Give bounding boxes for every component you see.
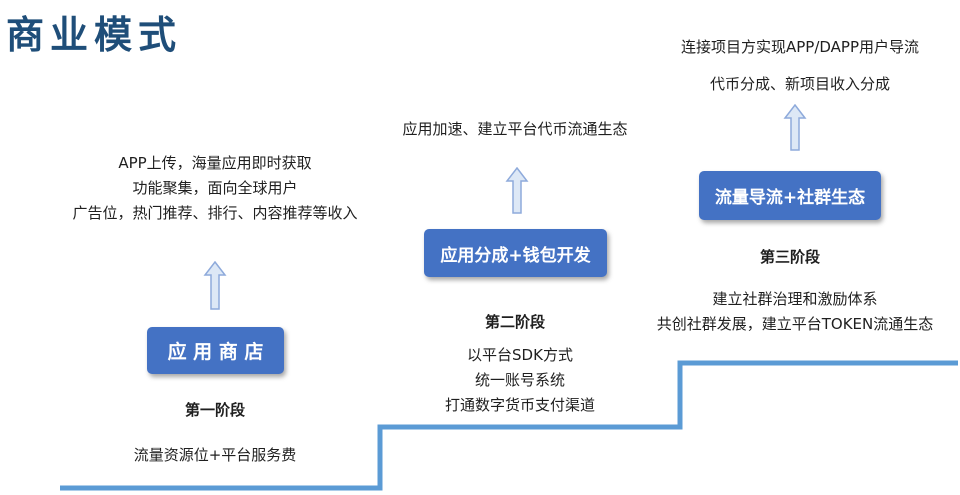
stage3-bottom-line: 共创社群发展，建立平台TOKEN流通生态 [656, 315, 934, 333]
stage3-top-line: 代币分成、新项目收入分成 [709, 75, 890, 93]
stage2-label: 第二阶段 [484, 313, 545, 331]
stage1-top-line: 广告位，热门推荐、排行、内容推荐等收入 [72, 204, 358, 222]
stage3-top-text: 连接项目方实现APP/DAPP用户导流 代币分成、新项目收入分成 [650, 35, 950, 97]
stage1-box: 应 用 商 店 [147, 327, 284, 374]
stage2-up-arrow-icon [505, 167, 529, 214]
stage3-bottom-text: 建立社群治理和激励体系 共创社群发展，建立平台TOKEN流通生态 [640, 287, 950, 337]
stage3-bottom-line: 建立社群治理和激励体系 [712, 290, 878, 308]
stage2-top-line: 应用加速、建立平台代币流通生态 [402, 120, 628, 138]
stage3-box: 流量导流+社群生态 [699, 171, 881, 220]
stage2-bottom-line: 统一账号系统 [474, 371, 565, 389]
stage3-label: 第三阶段 [759, 248, 820, 266]
stage1-bottom-text: 流量资源位+平台服务费 [60, 443, 370, 468]
page-title: 商业模式 [6, 13, 183, 57]
stage1-top-text: APP上传，海量应用即时获取 功能聚集，面向全球用户 广告位，热门推荐、排行、内… [40, 151, 390, 226]
stage2-top-text: 应用加速、建立平台代币流通生态 [370, 117, 660, 142]
stage2-bottom-line: 打通数字货币支付渠道 [444, 396, 595, 414]
stage1-up-arrow-icon [203, 261, 227, 310]
stage1-top-line: 功能聚集，面向全球用户 [132, 179, 298, 197]
stage3-up-arrow-icon [783, 104, 807, 151]
stage3-top-line: 连接项目方实现APP/DAPP用户导流 [680, 38, 920, 56]
stage2-bottom-line: 以平台SDK方式 [467, 346, 573, 364]
stage1-top-line: APP上传，海量应用即时获取 [118, 154, 312, 172]
stage2-box: 应用分成+钱包开发 [424, 229, 607, 277]
stage1-label: 第一阶段 [184, 401, 245, 419]
stage2-bottom-text: 以平台SDK方式 统一账号系统 打通数字货币支付渠道 [400, 343, 640, 418]
stage1-bottom-line: 流量资源位+平台服务费 [133, 446, 297, 464]
